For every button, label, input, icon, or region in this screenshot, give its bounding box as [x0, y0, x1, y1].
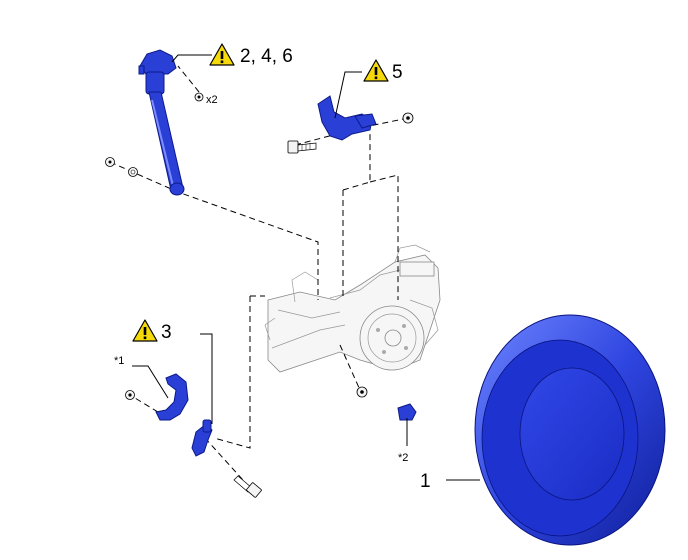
shock-absorber	[138, 49, 185, 196]
caution-triangle-icon	[209, 43, 235, 66]
callout-stabilizer: 3	[161, 322, 172, 343]
shock-lower-nut	[105, 157, 115, 167]
stabilizer-nut	[125, 390, 135, 400]
bracket-bolt	[287, 140, 317, 154]
shock-lower-washer	[128, 167, 138, 177]
stabilizer-link	[191, 419, 213, 457]
rear-axle-assembly	[264, 244, 441, 373]
stabilizer-bar-bushing	[155, 373, 189, 421]
wheel-tire	[474, 314, 666, 546]
rear-bracket	[317, 95, 377, 141]
reference-note-2: *2	[398, 452, 408, 464]
callout-shock-absorber: 2, 4, 6	[240, 46, 293, 67]
stabilizer-bolt	[233, 475, 262, 498]
bracket-nut	[402, 112, 414, 124]
shock-upper-bolts	[177, 65, 204, 102]
reference-note-1: *1	[114, 355, 124, 367]
caution-triangle-icon	[132, 319, 158, 342]
wheel-hub-cap	[397, 403, 417, 421]
assembly-guide-lines	[109, 117, 409, 491]
axle-hub-nut	[356, 386, 368, 398]
bolt-quantity-label: x2	[206, 94, 218, 106]
callout-bracket: 5	[392, 62, 403, 83]
leader-lines	[132, 54, 480, 481]
caution-triangle-icon	[363, 59, 389, 82]
callout-wheel: 1	[420, 471, 431, 492]
